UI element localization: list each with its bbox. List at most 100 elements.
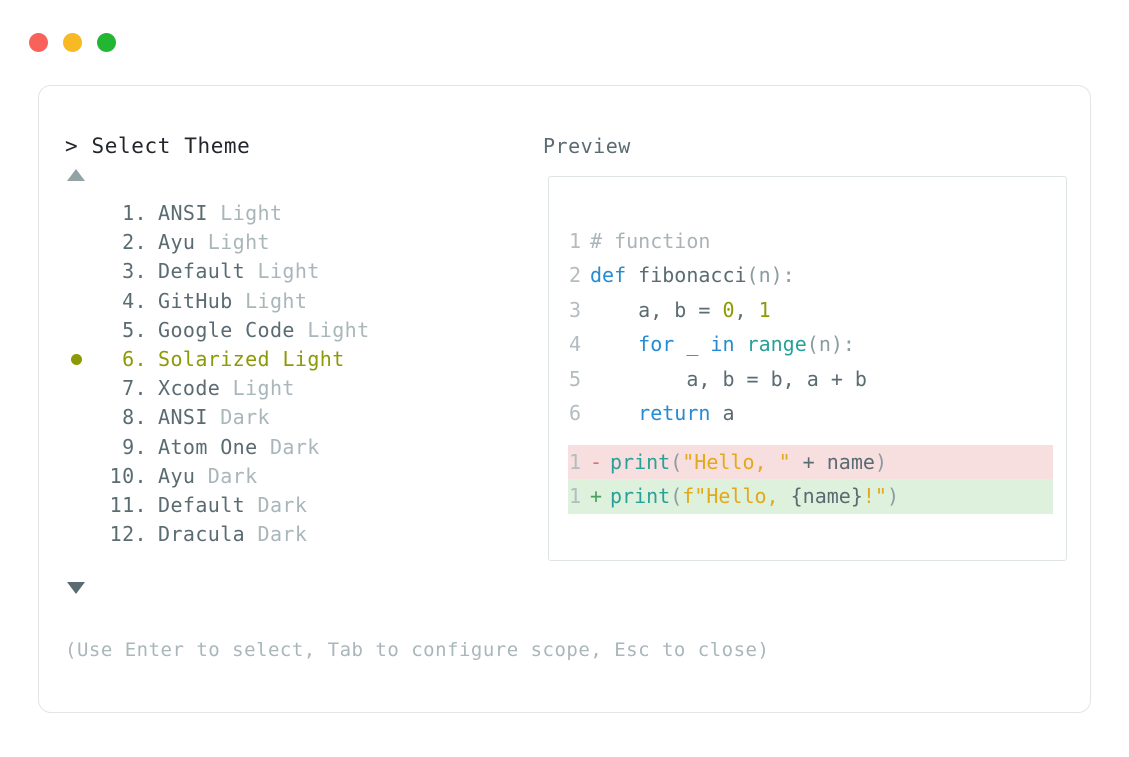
theme-item-name: ANSI [158, 405, 208, 430]
code-token: 1 [758, 297, 771, 322]
triangle-down-icon[interactable] [67, 582, 87, 602]
selection-indicator-slot [65, 354, 103, 366]
code-token: for [638, 332, 675, 357]
theme-list-item[interactable]: 2.Ayu Light [65, 228, 505, 257]
theme-item-variant: Light [245, 288, 308, 313]
code-line-text: a, b = 0, 1 [590, 293, 771, 327]
code-line-text: a, b = b, a + b [590, 362, 867, 396]
code-token: + name [790, 450, 875, 474]
theme-item-variant: Dark [269, 434, 320, 459]
theme-item-spacer [233, 287, 245, 316]
code-token: , [734, 297, 759, 322]
theme-item-number: 6. [122, 346, 147, 371]
code-line-number: 5 [568, 366, 581, 391]
code-token: (n): [746, 263, 795, 288]
code-token: print [610, 484, 671, 509]
theme-list-item[interactable]: 1.ANSI Light [65, 199, 505, 228]
theme-item-variant: Light [307, 317, 370, 342]
code-line: 1# function [568, 224, 1048, 258]
theme-item-spacer [195, 228, 207, 257]
theme-item-number: 4. [122, 288, 147, 313]
theme-item-variant: Light [232, 376, 295, 401]
theme-item-variant: Dark [220, 405, 270, 430]
theme-list-item[interactable]: 10.Ayu Dark [65, 462, 505, 491]
theme-list-item[interactable]: 5.Google Code Light [65, 316, 505, 345]
code-token: a [710, 401, 735, 426]
close-button[interactable] [29, 32, 48, 52]
code-line-number: 4 [568, 332, 581, 357]
selected-bullet-icon [71, 354, 82, 366]
code-token: in [710, 332, 735, 357]
theme-item-spacer [270, 345, 282, 374]
code-token: print [610, 450, 671, 474]
code-token [735, 332, 747, 356]
code-line-number: 1 [568, 229, 581, 253]
theme-list-item[interactable]: 11.Default Dark [65, 491, 505, 520]
diff-line-add: 1+print(f"Hello, {name}!") [568, 479, 1053, 514]
code-line: 6 return a [568, 396, 1048, 430]
theme-list-item[interactable]: 8.ANSI Dark [65, 403, 505, 432]
code-token: ) [874, 450, 887, 474]
code-token: _ [674, 332, 711, 357]
page-title-label: Select Theme [91, 134, 251, 158]
code-token: a, b = [590, 297, 723, 322]
theme-item-variant: Light [282, 346, 345, 371]
triangle-down-glyph [67, 582, 85, 594]
theme-item-spacer [208, 403, 220, 432]
page-title-text [78, 134, 91, 158]
theme-item-spacer [195, 462, 207, 491]
code-token: ) [886, 484, 900, 509]
triangle-up-glyph [67, 169, 85, 181]
diff-line-number: 1 [568, 484, 581, 509]
code-token: ( [670, 450, 683, 474]
diff-line-text: print("Hello, " + name) [610, 445, 887, 479]
theme-list-item[interactable]: 4.GitHub Light [65, 287, 505, 316]
theme-item-name: ANSI [158, 201, 208, 225]
preview-label: Preview [543, 134, 631, 158]
theme-item-number: 9. [122, 434, 147, 459]
page-title: > Select Theme [65, 134, 250, 159]
code-token: a, b = b, a + b [590, 366, 867, 391]
code-token: range [746, 332, 807, 357]
triangle-up-icon[interactable] [67, 169, 87, 189]
code-line: 4 for _ in range(n): [568, 327, 1048, 361]
code-line-text: return a [590, 396, 735, 430]
theme-item-number: 12. [109, 522, 147, 547]
code-token: f"Hello, [682, 484, 791, 509]
code-token: "Hello, " [682, 450, 791, 474]
theme-item-name: Default [158, 492, 246, 517]
theme-item-name: Atom One [158, 434, 258, 459]
theme-list-item[interactable]: 6.Solarized Light [65, 345, 505, 374]
theme-item-variant: Light [220, 201, 283, 225]
code-token: return [638, 401, 711, 426]
code-line: 5 a, b = b, a + b [568, 362, 1048, 396]
maximize-button[interactable] [97, 32, 116, 52]
code-line: 3 a, b = 0, 1 [568, 293, 1048, 327]
theme-list-item[interactable]: 12. Dracula Dark [65, 520, 505, 549]
theme-item-name: Ayu [158, 463, 196, 488]
code-line-number: 6 [568, 401, 581, 426]
theme-list-item[interactable]: 3.Default Light [65, 257, 505, 286]
theme-item-number: 7. [122, 376, 147, 401]
theme-list-item[interactable]: 7.Xcode Light [65, 374, 505, 403]
code-token: !" [862, 484, 887, 509]
theme-item-spacer [208, 199, 220, 228]
theme-item-variant: Dark [257, 522, 308, 547]
code-token: ( [670, 484, 683, 509]
theme-item-number: 10. [109, 463, 147, 488]
code-token [590, 401, 638, 425]
diff-line-del: 1-print("Hello, " + name) [568, 445, 1053, 480]
minimize-button[interactable] [63, 32, 82, 52]
theme-list-item[interactable]: 9. Atom One Dark [65, 433, 505, 462]
theme-item-spacer [245, 491, 257, 520]
theme-item-name: Dracula [158, 522, 246, 547]
code-token: 0 [722, 297, 735, 322]
diff-sample: 1-print("Hello, " + name)1+print(f"Hello… [568, 445, 1053, 514]
theme-item-name: Default [158, 259, 246, 284]
